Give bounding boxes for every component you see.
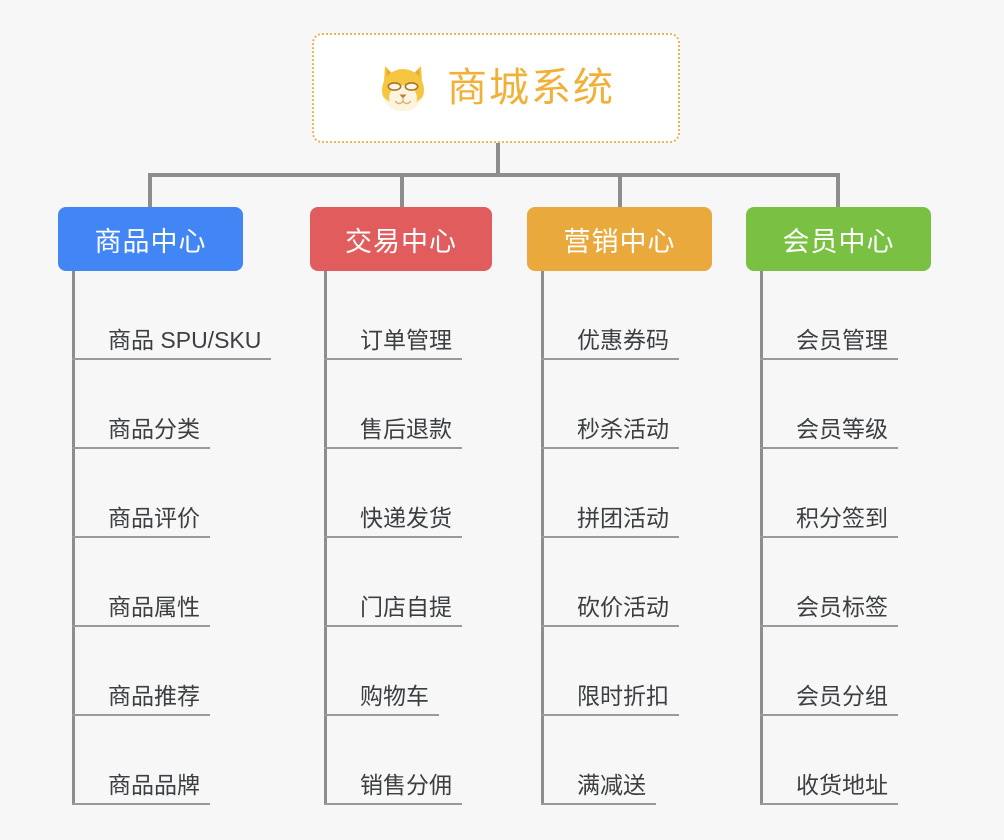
leaf-underline [541,358,679,360]
leaf-item[interactable]: 门店自提 [324,538,462,627]
branch-trunk [541,271,544,805]
leaf-label: 会员管理 [796,327,888,353]
connector-drop-3 [618,175,622,209]
leaf-item[interactable]: 商品属性 [72,538,210,627]
leaf-underline [541,447,679,449]
leaf-label: 收货地址 [796,772,888,798]
leaf-item[interactable]: 积分签到 [760,449,898,538]
leaf-label: 拼团活动 [577,505,669,531]
leaf-label: 会员分组 [796,683,888,709]
leaf-item[interactable]: 商品 SPU/SKU [72,271,271,360]
leaf-item[interactable]: 秒杀活动 [541,360,679,449]
connector-drop-1 [148,175,152,209]
leaf-underline [324,358,462,360]
leaf-item[interactable]: 会员等级 [760,360,898,449]
root-node[interactable]: 商城系统 [312,33,680,143]
category-box-2[interactable]: 交易中心 [310,207,492,271]
leaf-item[interactable]: 满减送 [541,716,656,805]
leaf-item[interactable]: 订单管理 [324,271,462,360]
leaf-underline [324,447,462,449]
connector-drop-4 [836,175,840,209]
leaf-item[interactable]: 销售分佣 [324,716,462,805]
leaf-underline [760,358,898,360]
leaf-label: 商品分类 [108,416,200,442]
connector-bus [148,173,840,177]
leaf-item[interactable]: 会员分组 [760,627,898,716]
leaf-item[interactable]: 限时折扣 [541,627,679,716]
connector-stem [496,143,500,175]
leaf-underline [72,625,210,627]
leaf-label: 门店自提 [360,594,452,620]
leaf-label: 商品评价 [108,505,200,531]
leaf-label: 限时折扣 [577,683,669,709]
leaf-label: 购物车 [360,683,429,709]
leaf-item[interactable]: 商品推荐 [72,627,210,716]
branch-trunk [760,271,763,805]
leaf-underline [541,625,679,627]
category-label: 会员中心 [782,226,895,257]
leaf-label: 订单管理 [360,327,452,353]
leaf-label: 积分签到 [796,505,888,531]
leaf-label: 满减送 [577,772,646,798]
leaf-item[interactable]: 会员管理 [760,271,898,360]
leaf-underline [760,625,898,627]
leaf-underline [72,803,210,805]
leaf-item[interactable]: 商品评价 [72,449,210,538]
leaf-underline [541,803,656,805]
leaf-item[interactable]: 砍价活动 [541,538,679,627]
leaf-underline [541,536,679,538]
category-label: 商品中心 [94,226,207,257]
leaf-item[interactable]: 购物车 [324,627,439,716]
leaf-underline [324,803,462,805]
category-box-3[interactable]: 营销中心 [527,207,712,271]
leaf-underline [324,625,462,627]
leaf-item[interactable]: 会员标签 [760,538,898,627]
leaf-label: 会员等级 [796,416,888,442]
leaf-label: 商品 SPU/SKU [108,327,262,353]
leaf-underline [324,536,462,538]
leaf-label: 会员标签 [796,594,888,620]
connector-drop-2 [400,175,404,209]
leaf-underline [72,447,210,449]
leaf-item[interactable]: 售后退款 [324,360,462,449]
branch-trunk [72,271,75,805]
category-label: 营销中心 [563,226,676,257]
branch-trunk [324,271,327,805]
shiba-dog-icon [377,62,429,114]
leaf-underline [760,447,898,449]
root-title: 商城系统 [447,66,615,110]
leaf-label: 商品品牌 [108,772,200,798]
leaf-item[interactable]: 优惠券码 [541,271,679,360]
leaf-label: 秒杀活动 [577,416,669,442]
leaf-label: 砍价活动 [577,594,669,620]
category-label: 交易中心 [345,226,457,257]
leaf-underline [72,714,210,716]
category-box-1[interactable]: 商品中心 [58,207,243,271]
leaf-underline [324,714,439,716]
leaf-label: 商品属性 [108,594,200,620]
leaf-label: 商品推荐 [108,683,200,709]
leaf-item[interactable]: 拼团活动 [541,449,679,538]
leaf-label: 优惠券码 [577,327,669,353]
leaf-underline [760,714,898,716]
leaf-label: 快递发货 [360,505,452,531]
root-node-content: 商城系统 [377,62,615,114]
leaf-underline [72,536,210,538]
leaf-item[interactable]: 商品品牌 [72,716,210,805]
leaf-item[interactable]: 收货地址 [760,716,898,805]
leaf-label: 售后退款 [360,416,452,442]
category-box-4[interactable]: 会员中心 [746,207,931,271]
leaf-item[interactable]: 商品分类 [72,360,210,449]
leaf-underline [541,714,679,716]
leaf-label: 销售分佣 [360,772,452,798]
leaf-underline [72,358,271,360]
leaf-underline [760,536,898,538]
leaf-item[interactable]: 快递发货 [324,449,462,538]
leaf-underline [760,803,898,805]
